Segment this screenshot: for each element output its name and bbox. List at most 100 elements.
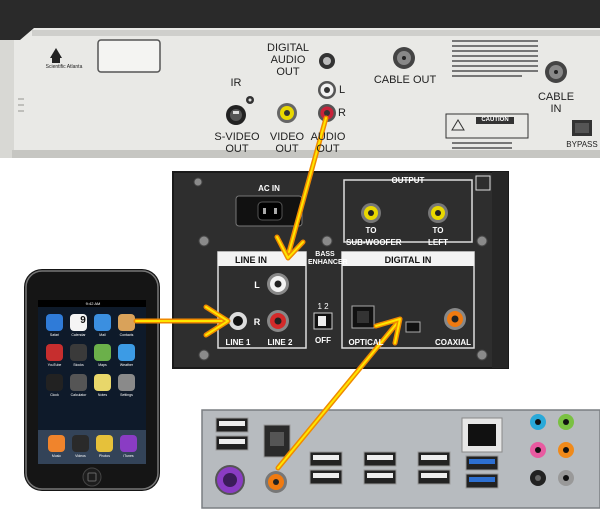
digital-audio-out-label: DIGITAL AUDIO OUT: [264, 42, 312, 78]
line1-label: LINE 1: [225, 338, 251, 347]
to-subwoofer-line1: TO: [365, 226, 377, 235]
optical-label: OPTICAL: [348, 338, 384, 347]
bass-enhancer-line1: BASS: [315, 251, 335, 258]
ipod-time: 9:42 AM: [85, 301, 101, 306]
ps2-port: [215, 465, 245, 495]
digital-audio-out-line2: AUDIO: [270, 54, 306, 66]
optical-jack: [351, 305, 375, 329]
svideo-out-line2: OUT: [225, 143, 249, 155]
to-subwoofer-jack: [361, 203, 381, 223]
arrow-ipod-to-line1: [133, 304, 231, 338]
digital-audio-out-jack: [319, 53, 335, 69]
line-in-right-label: R: [253, 317, 261, 327]
cable-in-line2: IN: [550, 103, 562, 115]
svideo-out-label: S-VIDEO OUT: [210, 131, 264, 155]
video-out-label: VIDEO OUT: [267, 131, 307, 155]
coaxial-jack: [444, 308, 466, 330]
cable-in-connector: [545, 61, 567, 83]
app-icon-contacts: [118, 314, 135, 331]
app-icon-calendar: [70, 314, 87, 331]
dock-icon-music: [48, 435, 65, 452]
digital-in-selector-switch: [405, 321, 421, 333]
dock-label: Photos: [99, 454, 110, 458]
app-label: YouTube: [48, 363, 62, 367]
to-left-label: TO LEFT: [420, 225, 456, 249]
app-label: Stocks: [73, 363, 84, 367]
bypass-button: [572, 120, 592, 136]
app-label: Calendar: [71, 333, 86, 337]
video-out-line1: VIDEO: [269, 131, 305, 143]
caution-text: CAUTION: [481, 117, 509, 123]
cable-out-label: CABLE OUT: [373, 74, 437, 86]
app-label: Weather: [120, 363, 134, 367]
arrow-cable-box-to-line-in: [274, 115, 329, 261]
dock-icon-videos: [72, 435, 89, 452]
app-icon-stocks: [70, 344, 87, 361]
output-label: OUTPUT: [391, 176, 425, 185]
dock-icon-itunes: [120, 435, 137, 452]
bypass-label: BYPASS: [566, 140, 598, 149]
ir-label: IR: [230, 77, 242, 89]
bass-enhancer-label: BASS ENHANCER: [308, 251, 348, 267]
dock-label: Videos: [75, 454, 86, 458]
dock-label: Music: [52, 454, 61, 458]
app-icon-weather: [118, 344, 135, 361]
ipod-dock-icons: Music Videos Photos iTunes: [48, 435, 137, 458]
svideo-out-line1: S-VIDEO: [214, 131, 260, 143]
ac-in-socket: [235, 195, 303, 227]
dock-icon-photos: [96, 435, 113, 452]
cable-out-connector: [393, 47, 415, 69]
dock-label: iTunes: [123, 454, 134, 458]
audio-jacks: [530, 414, 574, 486]
video-out-line2: OUT: [275, 143, 299, 155]
usb-ports-middle: [309, 451, 451, 485]
cable-in-line1: CABLE: [537, 91, 575, 103]
app-label: Mail: [99, 333, 106, 337]
to-left-line2: LEFT: [428, 238, 448, 247]
ipod-status-bar: [38, 300, 146, 307]
to-left-line1: TO: [432, 226, 444, 235]
app-label: Maps: [98, 363, 107, 367]
output-section-box: [343, 175, 491, 243]
cable-box-rear-panel: [0, 0, 600, 158]
app-icon-mail: [94, 314, 111, 331]
audio-out-label: AUDIO OUT: [306, 131, 350, 155]
audio-out-right-jack: [318, 104, 336, 122]
cable-in-label: CABLE IN: [536, 91, 576, 115]
app-icon-notes: [94, 374, 111, 391]
spdif-optical-port: [263, 424, 291, 458]
app-label: Contacts: [120, 333, 134, 337]
svideo-out-jack: [226, 105, 246, 125]
cable-box-logo: [50, 48, 62, 63]
line-in-label: LINE IN: [234, 255, 267, 265]
bass-enhancer-switch: [313, 312, 333, 330]
off-label: OFF: [315, 336, 331, 345]
line2-right-jack: [267, 310, 289, 332]
line-in-left-label: L: [254, 280, 260, 290]
usb3-ports: [465, 455, 499, 489]
to-subwoofer-line2: SUB-WOOFER: [346, 238, 402, 247]
caution-label: [445, 113, 529, 139]
video-out-jack: [277, 103, 297, 123]
audio-out-line2: OUT: [316, 143, 340, 155]
digital-in-label: DIGITAL IN: [384, 255, 432, 265]
cable-box-brand: Scientific Atlanta: [45, 64, 83, 70]
coaxial-label: COAXIAL: [435, 338, 471, 347]
app-label: Settings: [120, 393, 133, 397]
line1-jack: [229, 312, 247, 330]
spdif-coaxial-port: [265, 471, 287, 493]
audio-out-left-jack: [318, 81, 336, 99]
to-subwoofer-label: TO SUB-WOOFER: [346, 225, 402, 249]
warning-text-block: [452, 40, 538, 149]
app-icon-clock: [46, 374, 63, 391]
usb-ports-left: [215, 417, 249, 451]
app-label: Notes: [98, 393, 107, 397]
line2-label: LINE 2: [267, 338, 293, 347]
app-label: Safari: [50, 333, 59, 337]
digital-in-section-box: [341, 251, 475, 349]
audio-out-line1: AUDIO: [310, 131, 346, 143]
app-icon-settings: [118, 374, 135, 391]
ethernet-port: [461, 417, 503, 453]
app-icon-maps: [94, 344, 111, 361]
